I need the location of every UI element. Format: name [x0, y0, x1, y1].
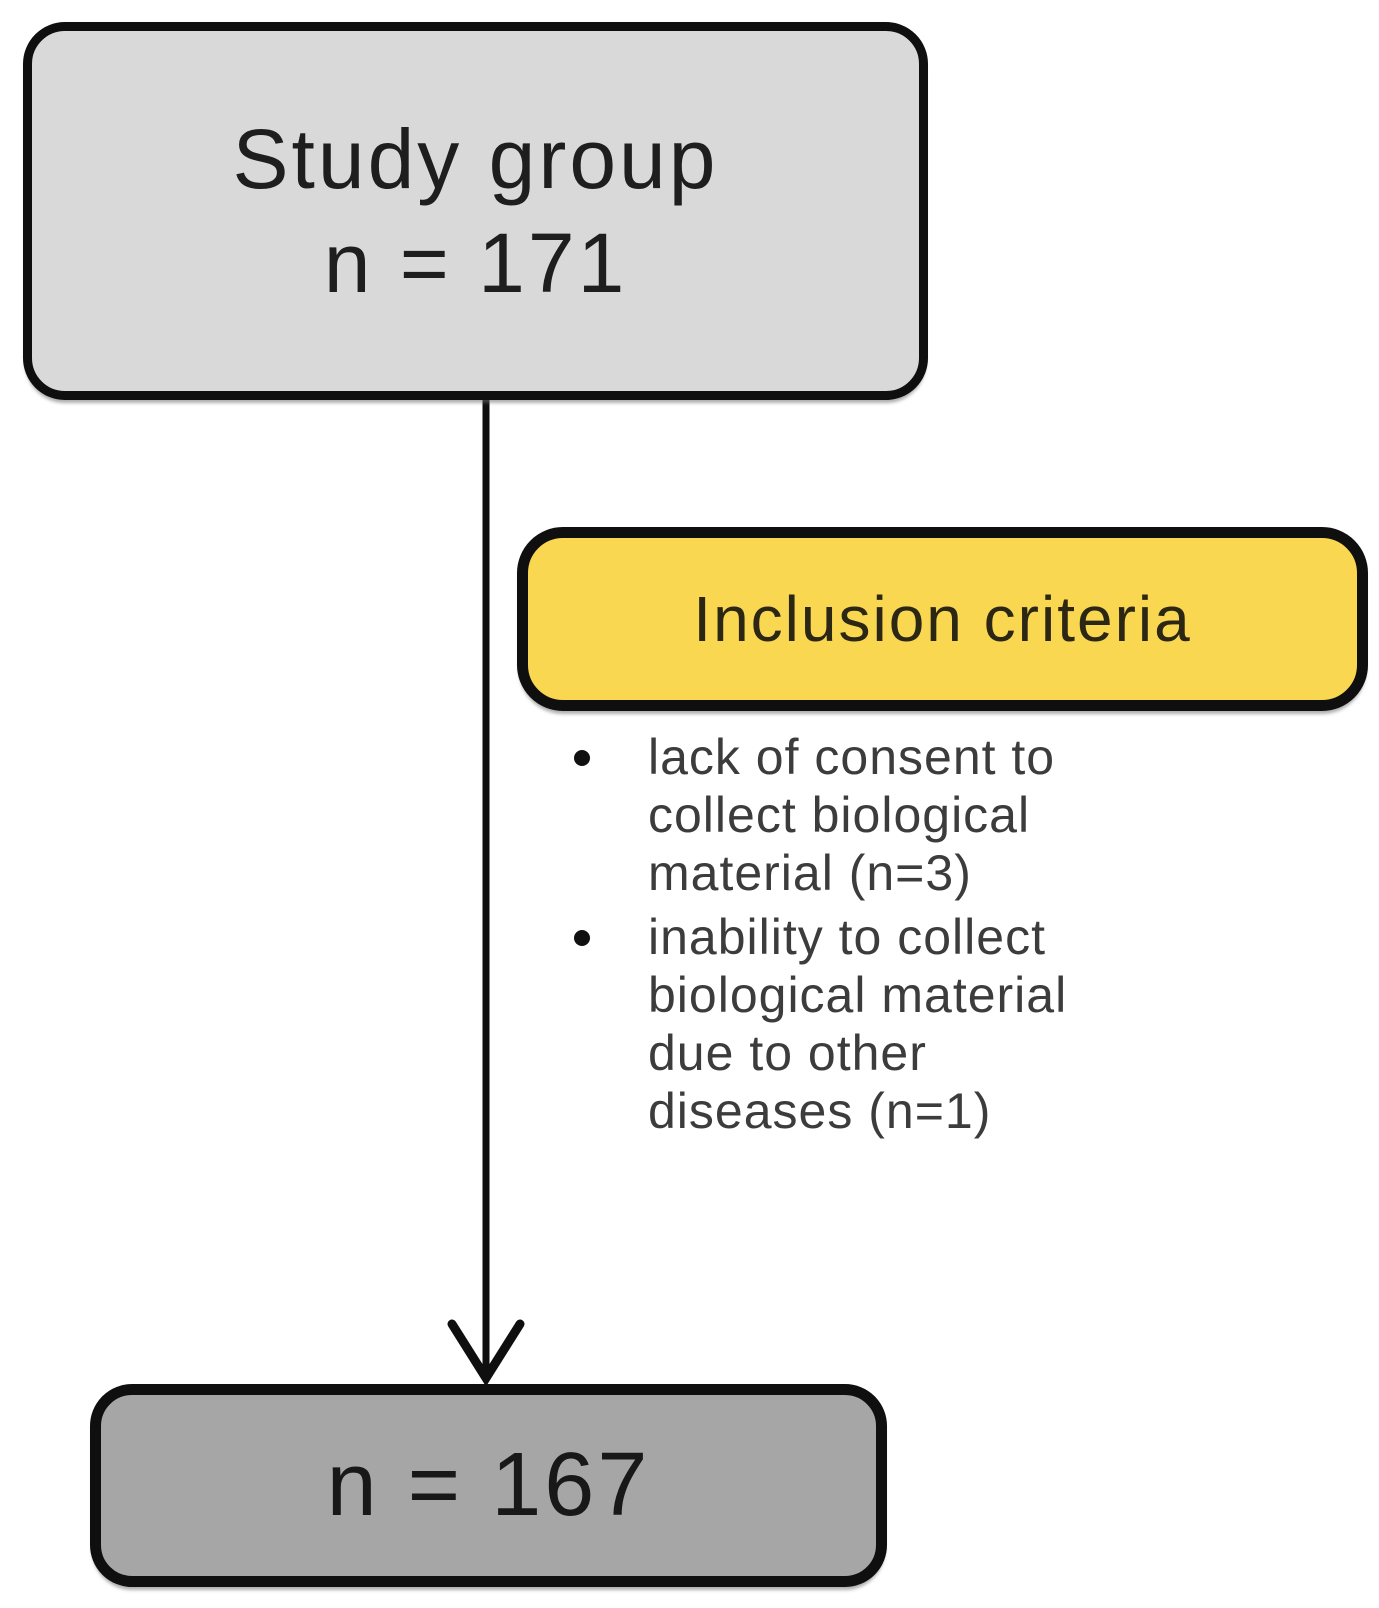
inclusion-criteria-label: Inclusion criteria: [693, 583, 1192, 655]
criteria-line: material (n=3): [648, 845, 972, 901]
criteria-line: diseases (n=1): [648, 1083, 992, 1139]
arrow-head-icon: [447, 1319, 525, 1387]
criteria-line: due to other: [648, 1025, 927, 1081]
study-group-count: n = 171: [323, 216, 628, 310]
result-count: n = 167: [326, 1435, 651, 1535]
criteria-line: collect biological: [648, 787, 1031, 843]
criteria-item: lack of consent to collect biological ma…: [560, 728, 1260, 902]
criteria-line: biological material: [648, 967, 1068, 1023]
study-group-box: Study group n = 171: [23, 22, 928, 400]
bullet-icon: [574, 750, 590, 766]
criteria-line: lack of consent to: [648, 729, 1056, 785]
bullet-icon: [574, 930, 590, 946]
study-group-title: Study group: [232, 111, 719, 206]
criteria-list: lack of consent to collect biological ma…: [560, 728, 1260, 1140]
criteria-item-text: inability to collect biological material…: [648, 908, 1067, 1140]
criteria-item: inability to collect biological material…: [560, 908, 1260, 1140]
inclusion-criteria-box: Inclusion criteria: [517, 527, 1368, 711]
result-box: n = 167: [90, 1384, 887, 1587]
criteria-line: inability to collect: [648, 909, 1046, 965]
criteria-item-text: lack of consent to collect biological ma…: [648, 728, 1055, 902]
